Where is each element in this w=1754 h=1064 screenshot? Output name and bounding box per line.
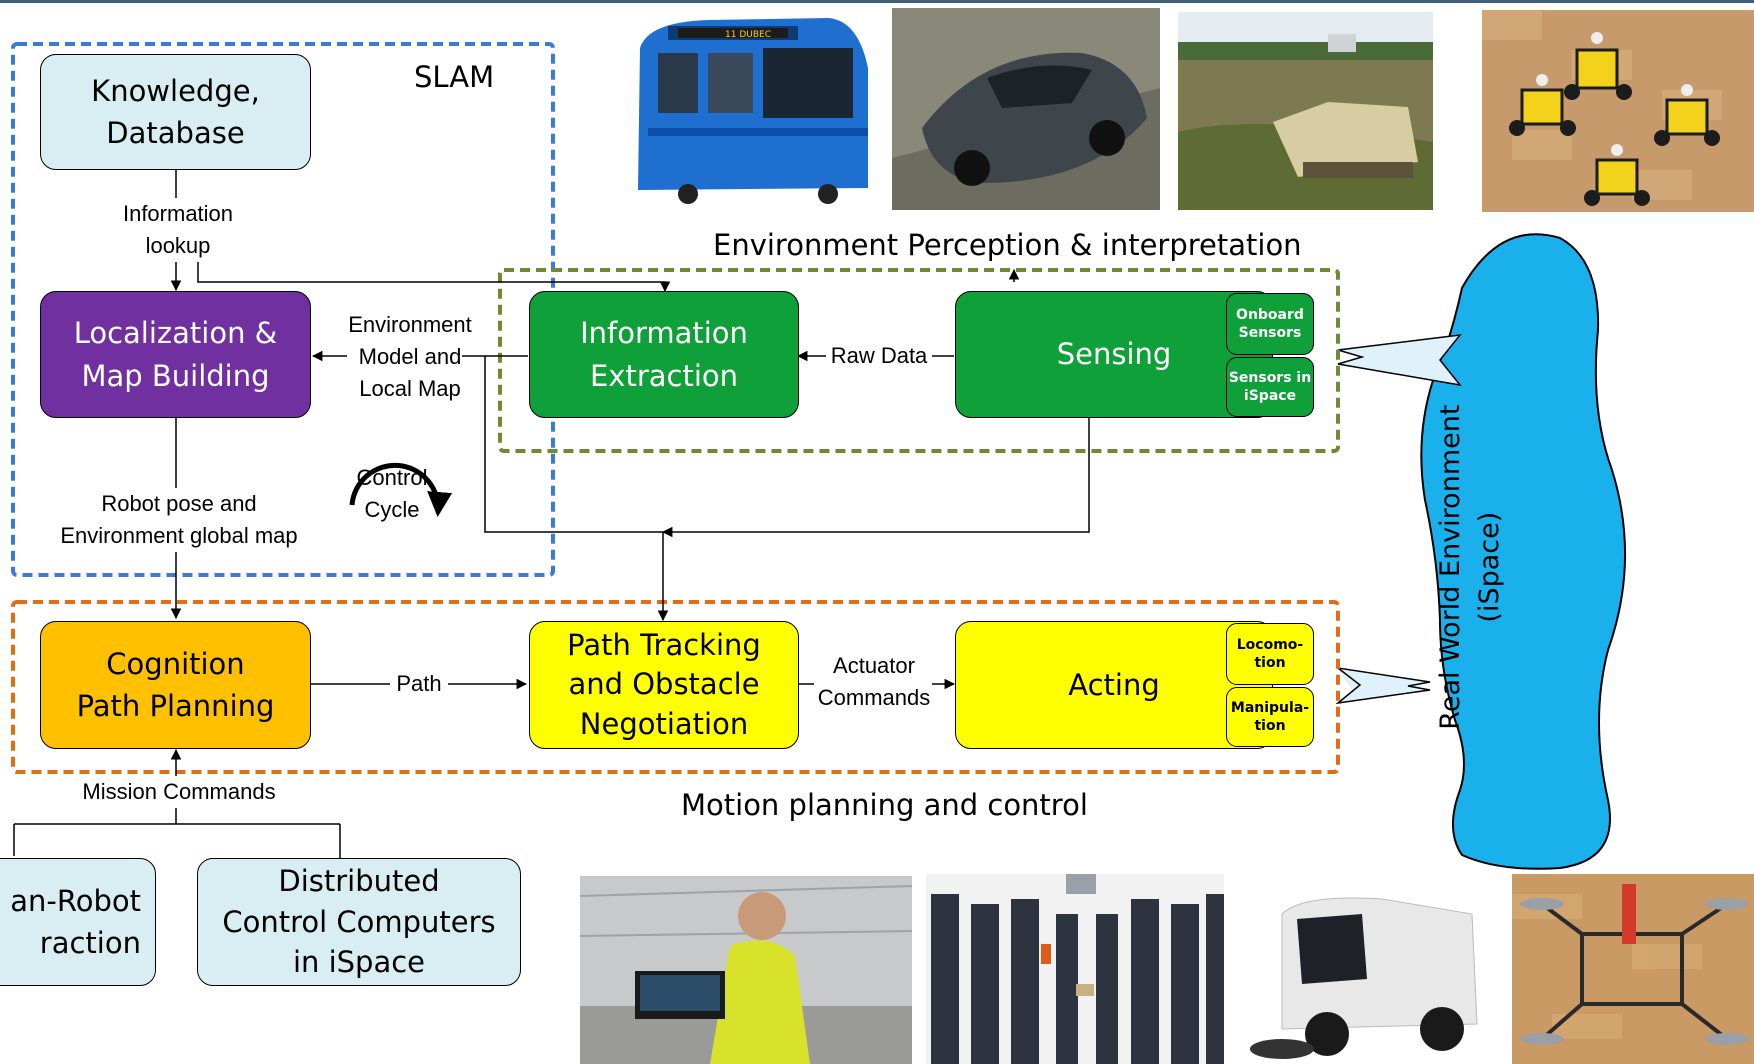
- cognition-path-planning-box: Cognition Path Planning: [40, 621, 311, 749]
- sports-car-photo: [892, 8, 1160, 210]
- sensing-to-tracking-line: [661, 418, 1090, 538]
- quadruped-robot-photo: [1512, 874, 1754, 1064]
- demining-machine-photo: [1178, 12, 1433, 210]
- acting-box: Acting: [955, 621, 1273, 749]
- path-tracking-box: Path Tracking and Obstacle Negotiation: [529, 621, 799, 749]
- tram-photo: 11 DUBEC: [628, 8, 873, 210]
- human-robot-interaction-box: an-Robot raction: [0, 858, 156, 986]
- warehouse-simulation-photo: [926, 874, 1224, 1064]
- mobile-robots-photo: [1482, 10, 1754, 212]
- actuator-commands-label: Actuator Commands: [817, 653, 931, 710]
- manipulation-box: Manipula- tion: [1226, 687, 1314, 747]
- street-sweeper-photo: [1242, 874, 1488, 1064]
- information-extraction-box: Information Extraction: [529, 291, 799, 418]
- operator-laptop-photo: [580, 876, 912, 1064]
- information-lookup-label: Information lookup: [115, 198, 241, 262]
- motion-caption: Motion planning and control: [681, 788, 1088, 822]
- svg-text:11 DUBEC: 11 DUBEC: [725, 30, 771, 40]
- motion-region-border: [11, 600, 1340, 774]
- mission-commands-label: Mission Commands: [68, 776, 290, 808]
- slam-caption: SLAM: [414, 60, 495, 94]
- onboard-sensors-box: Onboard Sensors: [1226, 293, 1314, 355]
- environment-model-label: Environment Model and Local Map: [348, 312, 472, 401]
- mission-branch-line: [13, 800, 341, 858]
- distributed-control-box: Distributed Control Computers in iSpace: [197, 858, 521, 986]
- slam-region-border: [11, 42, 555, 577]
- control-cycle-label: Control Cycle: [356, 465, 428, 522]
- path-label: Path: [390, 668, 448, 700]
- control-cycle-arrow: [349, 462, 453, 517]
- raw-data-label: Raw Data: [826, 340, 932, 372]
- env-model-to-tracking-line: [484, 356, 663, 533]
- locomotion-box: Locomo- tion: [1226, 623, 1314, 685]
- robot-pose-label: Robot pose and Environment global map: [46, 488, 312, 552]
- localization-map-building-box: Localization & Map Building: [40, 291, 311, 418]
- lookup-to-extraction-arrow: [197, 252, 671, 293]
- perception-region-border: [498, 268, 1340, 453]
- knowledge-database-box: Knowledge, Database: [40, 54, 311, 170]
- sensors-in-ispace-box: Sensors in iSpace: [1226, 357, 1314, 417]
- perception-caption: Environment Perception & interpretation: [713, 228, 1302, 262]
- real-world-environment-label: Real World Environment (iSpace): [1434, 404, 1505, 730]
- acting-output-arrow: [1335, 666, 1431, 705]
- top-border-line: [0, 0, 1754, 3]
- real-world-cloud: [1420, 233, 1626, 870]
- sensing-box: Sensing: [955, 291, 1273, 418]
